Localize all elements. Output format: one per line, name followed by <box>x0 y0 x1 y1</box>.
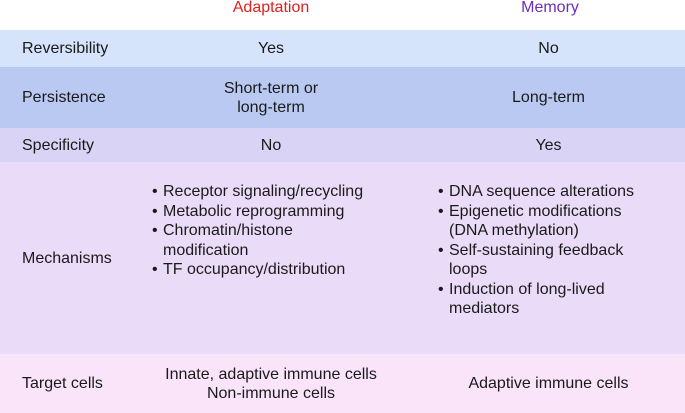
cell-adaptation-specificity: No <box>130 128 412 162</box>
row-label-target-cells: Target cells <box>22 375 103 392</box>
cell-memory-reversibility: No <box>412 30 685 67</box>
cell-memory-specificity: Yes <box>412 128 685 162</box>
cell-adaptation-target-cells: Innate, adaptive immune cells Non-immune… <box>130 354 412 413</box>
cell-adaptation-persistence: Short-term or long-term <box>130 67 412 128</box>
list-item: TF occupancy/distribution <box>152 260 363 280</box>
cell-text: Non-immune cells <box>206 384 336 402</box>
cell-adaptation-mechanisms: Receptor signaling/recycling Metabolic r… <box>152 162 402 280</box>
cell-adaptation-reversibility: Yes <box>130 30 412 67</box>
list-item: Self-sustaining feedback loops <box>438 241 664 280</box>
memory-mechanism-list: DNA sequence alterations Epigenetic modi… <box>438 182 664 319</box>
row-label-persistence: Persistence <box>22 89 106 106</box>
table-row-mechanisms: Mechanisms Receptor signaling/recycling … <box>0 162 685 354</box>
cell-text: Adaptive immune cells <box>468 375 629 392</box>
cell-text: No <box>538 40 559 57</box>
list-item: Metabolic reprogramming <box>152 202 363 222</box>
cell-text: Yes <box>257 40 285 57</box>
adaptation-mechanism-list: Receptor signaling/recycling Metabolic r… <box>152 182 363 280</box>
list-item: Chromatin/histone modification <box>152 221 333 260</box>
cell-memory-persistence: Long-term <box>412 67 685 128</box>
table-row-target-cells: Target cells Innate, adaptive immune cel… <box>0 354 685 413</box>
column-header-memory: Memory <box>521 0 579 16</box>
cell-text: Innate, adaptive immune cells <box>165 365 377 383</box>
table-row-reversibility: Reversibility Yes No <box>0 30 685 67</box>
cell-text: long-term <box>237 98 305 116</box>
cell-memory-mechanisms: DNA sequence alterations Epigenetic modi… <box>438 162 678 319</box>
list-item: DNA sequence alterations <box>438 182 664 202</box>
list-item: Epigenetic modifications (DNA methylatio… <box>438 202 664 241</box>
column-header-adaptation: Adaptation <box>232 0 310 16</box>
cell-text: Yes <box>535 136 562 154</box>
cell-text: Long-term <box>512 89 585 106</box>
cell-text: No <box>260 136 282 154</box>
table-header: Adaptation Memory <box>0 0 685 28</box>
list-item: Receptor signaling/recycling <box>152 182 363 202</box>
cell-memory-target-cells: Adaptive immune cells <box>412 354 685 413</box>
row-label-mechanisms: Mechanisms <box>22 249 112 267</box>
list-item: Induction of long-lived mediators <box>438 280 649 319</box>
table-row-persistence: Persistence Short-term or long-term Long… <box>0 67 685 128</box>
row-label-specificity: Specificity <box>22 136 95 154</box>
table-row-specificity: Specificity No Yes <box>0 128 685 162</box>
row-label-reversibility: Reversibility <box>22 40 109 57</box>
cell-text: Short-term or <box>223 79 319 97</box>
